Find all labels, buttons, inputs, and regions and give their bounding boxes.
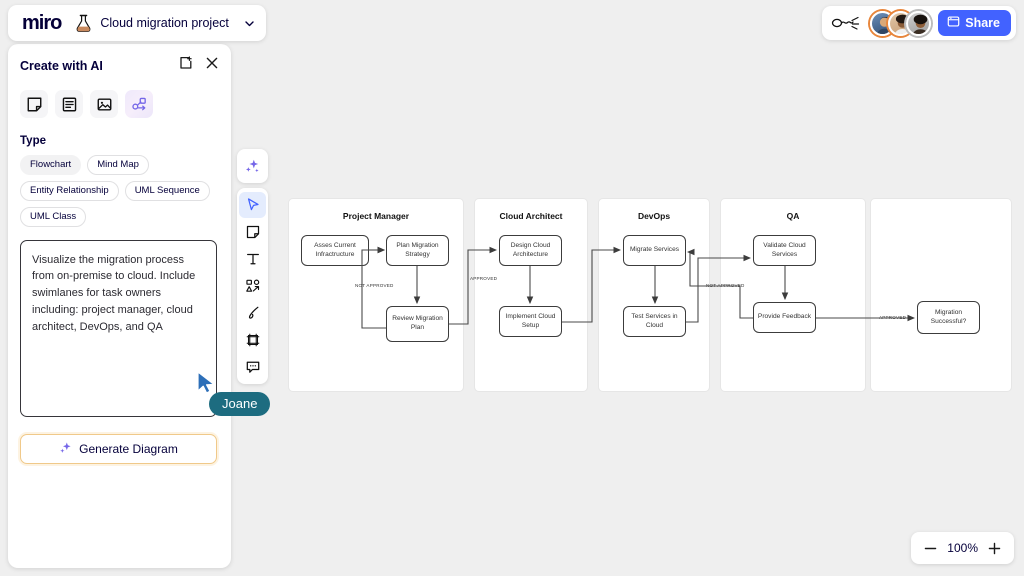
ai-sparkle-tool[interactable]	[237, 149, 268, 183]
swimlane[interactable]: DevOps	[598, 198, 710, 392]
collaborator-cursor	[196, 370, 220, 403]
edge-label: NOT APPROVED	[355, 283, 394, 288]
add-to-board-icon[interactable]	[179, 56, 193, 75]
zoom-control: 100%	[911, 532, 1014, 564]
board-actions: Share	[822, 6, 1016, 40]
zoom-level[interactable]: 100%	[947, 541, 978, 555]
edge-label: APPROVED	[470, 276, 498, 281]
swimlane-title: DevOps	[637, 211, 671, 221]
swimlane-title: Cloud Architect	[499, 211, 563, 221]
prompt-input[interactable]	[20, 239, 217, 417]
pen-tool[interactable]	[239, 300, 266, 326]
type-chip-mind-map[interactable]: Mind Map	[87, 155, 149, 175]
frame-tool[interactable]	[239, 327, 266, 353]
swimlane[interactable]: Cloud Architect	[474, 198, 588, 392]
diagram-node[interactable]: Asses Current Infractructure	[301, 235, 369, 266]
avatar[interactable]	[906, 10, 932, 36]
swimlane-title: QA	[786, 211, 800, 221]
share-label: Share	[965, 16, 1000, 30]
diagram-node[interactable]: Migrate Services	[623, 235, 686, 266]
diagram-node[interactable]: Implement Cloud Setup	[499, 306, 562, 337]
type-chip-uml-sequence[interactable]: UML Sequence	[124, 180, 210, 201]
cursor-name-label: Joane	[209, 392, 271, 416]
diagram-node[interactable]: Design Cloud Architecture	[499, 235, 562, 266]
type-chip-entity-relationship[interactable]: Entity Relationship	[20, 180, 119, 201]
zoom-in-button[interactable]	[987, 541, 1002, 556]
generate-diagram-button[interactable]: Generate Diagram	[20, 433, 217, 464]
create-with-ai-panel: Create with AI	[8, 44, 231, 568]
diagram-connectors	[361, 246, 916, 329]
miro-logo[interactable]: miro	[22, 11, 62, 34]
sticky-note-mode[interactable]	[20, 90, 48, 118]
close-icon[interactable]	[205, 56, 219, 75]
diagram-node[interactable]: Validate Cloud Services	[753, 235, 816, 266]
swimlane[interactable]	[870, 198, 1012, 392]
type-chip-uml-class[interactable]: UML Class	[20, 206, 87, 227]
share-button[interactable]: Share	[938, 10, 1011, 36]
pen-doodle-icon[interactable]	[831, 15, 861, 31]
sparkle-icon	[59, 441, 72, 457]
diagram-node[interactable]: Migration Successful?	[917, 301, 980, 334]
panel-title: Create with AI	[20, 58, 103, 73]
swimlane[interactable]: QA	[720, 198, 866, 392]
board-header: miro Cloud migration project	[8, 5, 266, 41]
board-toolbar	[237, 188, 268, 384]
shapes-tool[interactable]	[239, 273, 266, 299]
diagram-node[interactable]: Plan Migration Strategy	[386, 235, 449, 266]
ai-mode-switcher	[20, 90, 219, 118]
share-board-icon	[947, 15, 960, 31]
board-title[interactable]: Cloud migration project	[100, 16, 229, 30]
type-label: Type	[20, 135, 46, 147]
text-tool[interactable]	[239, 246, 266, 272]
swimlane[interactable]: Project Manager	[288, 198, 464, 392]
diagram-node[interactable]: Review Migration Plan	[386, 306, 449, 342]
chevron-down-icon[interactable]	[243, 17, 256, 30]
flask-icon	[75, 14, 92, 33]
swimlane-title: Project Manager	[342, 211, 410, 221]
panel-header: Create with AI	[20, 56, 219, 75]
diagram-node[interactable]: Provide Feedback	[753, 302, 816, 333]
select-tool[interactable]	[239, 192, 266, 218]
comment-tool[interactable]	[239, 354, 266, 380]
type-chip-flowchart[interactable]: Flowchart	[20, 155, 82, 175]
zoom-out-button[interactable]	[923, 541, 938, 556]
image-mode[interactable]	[90, 90, 118, 118]
generate-diagram-label: Generate Diagram	[79, 441, 178, 456]
diagram-node[interactable]: Test Services in Cloud	[623, 306, 686, 337]
sticky-note-tool[interactable]	[239, 219, 266, 245]
document-mode[interactable]	[55, 90, 83, 118]
diagram-mode[interactable]	[125, 90, 153, 118]
collaborator-avatars[interactable]	[870, 10, 932, 36]
diagram-type-chips: Flowchart Mind Map Entity Relationship U…	[20, 155, 219, 227]
